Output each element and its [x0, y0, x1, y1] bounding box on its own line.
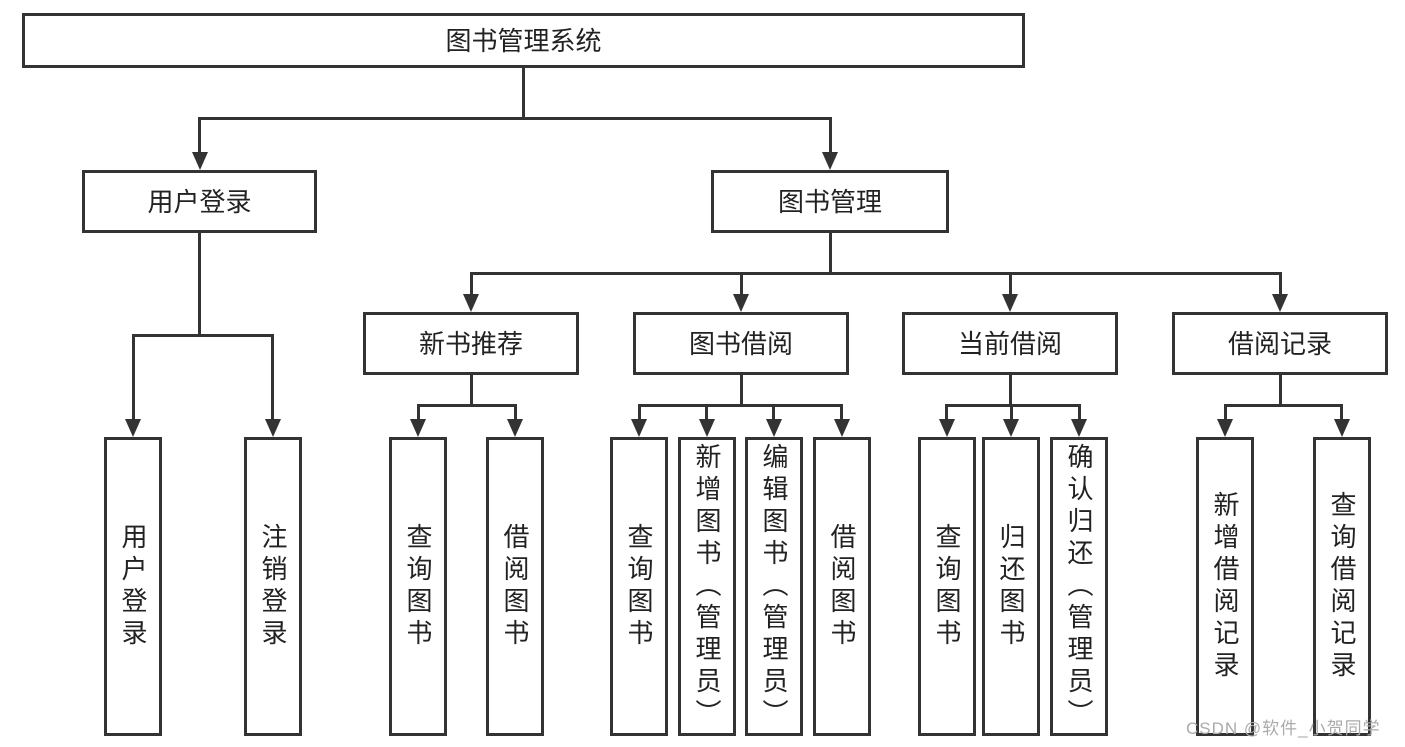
arrow-down-to-current-return: [1009, 404, 1013, 419]
arrow-down-to-leaf-login: [131, 334, 135, 419]
leaf-borrow-borrow-book-label: 借阅图书: [827, 522, 857, 651]
connector-book-borrow-stem: [739, 375, 743, 407]
leaf-current-confirm-return-admin: 确认归还（管理员）: [1050, 437, 1108, 736]
connector-borrow-record-branch: [1223, 404, 1343, 407]
arrow-down-to-user-login: [198, 117, 201, 152]
connector-book-management-stem: [828, 233, 832, 275]
node-user-login-label: 用户登录: [147, 186, 252, 217]
connector-book-borrow-branch: [637, 404, 843, 407]
arrow-down-to-record-query: [1340, 404, 1343, 419]
leaf-logout-label: 注销登录: [258, 522, 288, 651]
connector-new-book-recommend-stem: [469, 375, 473, 407]
arrow-down-to-leaf-logout: [271, 334, 274, 419]
leaf-recommend-query-book-label: 查询图书: [403, 522, 433, 651]
node-user-login: 用户登录: [82, 170, 317, 233]
leaf-user-login-label: 用户登录: [118, 522, 148, 651]
leaf-recommend-borrow-book: 借阅图书: [486, 437, 544, 736]
leaf-logout: 注销登录: [244, 437, 302, 736]
arrow-down-to-current-borrow: [1008, 272, 1012, 294]
arrow-down-to-borrow-query: [637, 404, 641, 419]
node-book-borrow: 图书借阅: [633, 312, 849, 375]
leaf-current-return-book: 归还图书: [982, 437, 1040, 736]
leaf-user-login: 用户登录: [104, 437, 162, 736]
node-borrow-record-label: 借阅记录: [1227, 328, 1332, 359]
node-current-borrow: 当前借阅: [902, 312, 1118, 375]
leaf-borrow-borrow-book: 借阅图书: [813, 437, 871, 736]
arrow-down-to-recommend-query: [416, 404, 420, 419]
arrow-down-to-book-management: [828, 117, 832, 152]
leaf-current-return-book-label: 归还图书: [996, 522, 1026, 651]
csdn-watermark: CSDN @软件_小贺同学: [1186, 719, 1381, 738]
arrow-down-to-current-confirm: [1077, 404, 1081, 419]
leaf-record-add-record-label: 新增借阅记录: [1210, 490, 1240, 683]
arrow-down-to-borrow-add: [705, 404, 708, 419]
leaf-current-query-book-label: 查询图书: [932, 522, 962, 651]
arrow-down-to-record-add: [1223, 404, 1227, 419]
arrow-down-to-current-query: [945, 404, 948, 419]
arrow-down-to-borrow-record: [1278, 272, 1282, 294]
leaf-borrow-query-book-label: 查询图书: [624, 522, 654, 651]
node-root-system: 图书管理系统: [22, 13, 1025, 68]
node-book-borrow-label: 图书借阅: [688, 328, 793, 359]
leaf-record-query-record-label: 查询借阅记录: [1327, 490, 1357, 683]
connector-root-stem: [522, 68, 525, 118]
leaf-current-confirm-return-admin-label: 确认归还（管理员）: [1064, 442, 1094, 731]
node-root-system-label: 图书管理系统: [445, 25, 602, 56]
arrow-down-to-borrow-edit: [772, 404, 775, 419]
node-book-management: 图书管理: [711, 170, 949, 233]
arrow-down-to-book-borrow: [739, 272, 743, 294]
arrow-down-to-recommend-borrow: [513, 404, 517, 419]
node-new-book-recommend: 新书推荐: [363, 312, 579, 375]
connector-root-branch: [198, 117, 832, 120]
node-borrow-record: 借阅记录: [1172, 312, 1388, 375]
leaf-borrow-edit-book-admin-label: 编辑图书（管理员）: [759, 442, 789, 731]
node-current-borrow-label: 当前借阅: [957, 328, 1062, 359]
connector-user-login-stem: [198, 233, 201, 336]
node-new-book-recommend-label: 新书推荐: [418, 328, 523, 359]
leaf-recommend-query-book: 查询图书: [389, 437, 447, 736]
leaf-record-query-record: 查询借阅记录: [1313, 437, 1371, 736]
connector-current-borrow-branch: [945, 404, 1081, 407]
connector-user-login-branch: [131, 334, 274, 337]
leaf-borrow-edit-book-admin: 编辑图书（管理员）: [745, 437, 803, 736]
connector-borrow-record-stem: [1278, 375, 1282, 407]
leaf-recommend-borrow-book-label: 借阅图书: [500, 522, 530, 651]
arrow-down-to-borrow-borrow: [840, 404, 843, 419]
leaf-borrow-query-book: 查询图书: [610, 437, 668, 736]
arrow-down-to-new-book-recommend: [469, 272, 473, 294]
leaf-record-add-record: 新增借阅记录: [1196, 437, 1254, 736]
leaf-borrow-add-book-admin-label: 新增图书（管理员）: [692, 442, 722, 731]
leaf-borrow-add-book-admin: 新增图书（管理员）: [678, 437, 736, 736]
connector-current-borrow-stem: [1008, 375, 1012, 407]
node-book-management-label: 图书管理: [777, 186, 882, 217]
leaf-current-query-book: 查询图书: [918, 437, 976, 736]
connector-new-book-recommend-branch: [416, 404, 517, 407]
connector-book-management-branch: [469, 272, 1281, 275]
